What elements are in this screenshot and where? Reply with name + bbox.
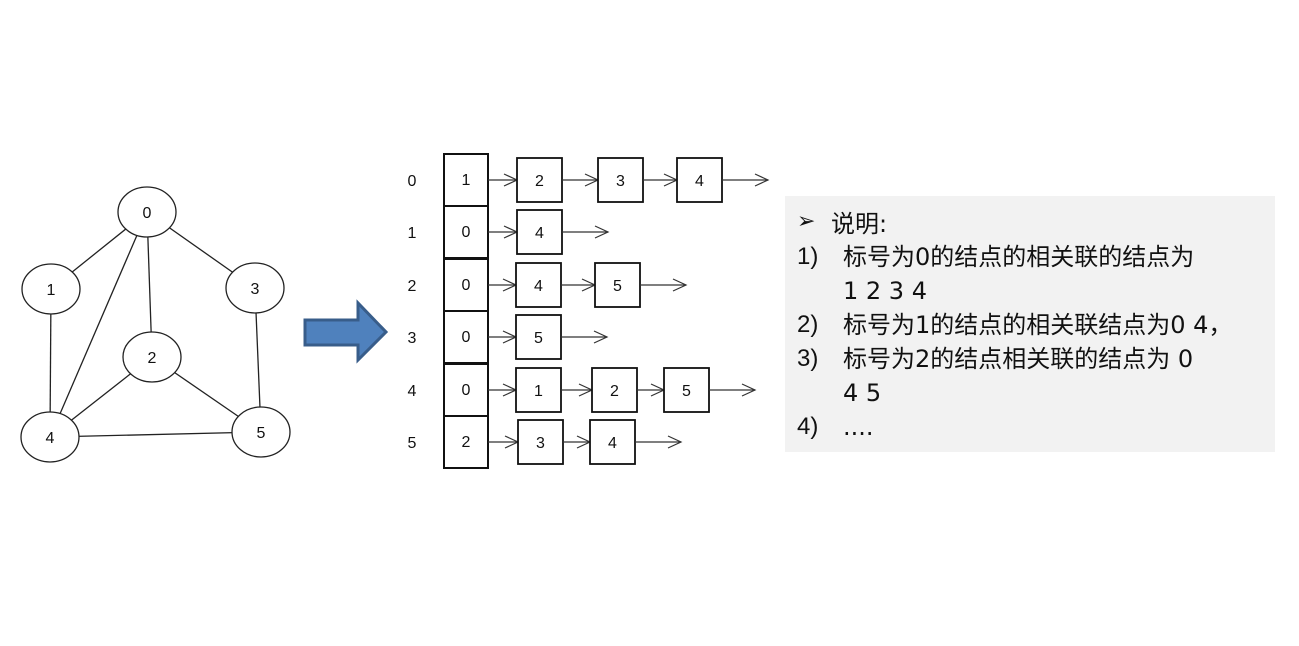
graph-node-circle xyxy=(117,186,177,238)
graph-node-label: 1 xyxy=(47,282,56,299)
list-node-cell xyxy=(589,419,636,465)
list-node-label: 3 xyxy=(616,173,625,190)
vertex-index-label: 5 xyxy=(408,435,417,452)
item-text: 标号为1的结点的相关联结点为0 4， xyxy=(843,311,1233,339)
graph-node-circle xyxy=(231,406,291,458)
list-node-cell xyxy=(516,157,563,203)
graph-node: 2 xyxy=(122,331,182,383)
head-cell xyxy=(443,415,489,469)
graph-node-label: 0 xyxy=(143,205,152,222)
head-cell xyxy=(443,258,489,312)
graph-node-circle xyxy=(122,331,182,383)
graph-node-label: 2 xyxy=(148,350,157,367)
vertex-index-label: 0 xyxy=(408,173,417,190)
item-text: 标号为2的结点相关联的结点为 0 xyxy=(843,345,1194,373)
adjacency-row: 0 1 2 3 4 xyxy=(408,153,770,207)
graph-node-label: 3 xyxy=(251,281,260,298)
link-arrow-head-icon xyxy=(741,383,757,397)
explanation-item: 4) .... xyxy=(797,410,1275,444)
link-arrow-head-icon xyxy=(754,173,770,187)
head-cell xyxy=(443,205,489,259)
link-arrow-head-icon xyxy=(667,435,683,449)
list-node-label: 4 xyxy=(535,225,544,242)
list-node-label: 4 xyxy=(608,435,617,452)
list-node-cell xyxy=(591,367,638,413)
list-node-cell xyxy=(515,314,562,360)
list-node-label: 2 xyxy=(610,383,619,400)
graph-edge xyxy=(49,431,262,438)
item-number: 4) xyxy=(797,413,819,440)
graph-node-circle xyxy=(20,411,80,463)
adjacency-row: 4 0 1 2 5 xyxy=(408,363,757,417)
graph-node: 5 xyxy=(231,406,291,458)
graph-node: 3 xyxy=(225,262,285,314)
list-node-label: 5 xyxy=(534,330,543,347)
item-number: 3) xyxy=(797,345,819,372)
link-arrow-head-icon xyxy=(593,330,609,344)
vertex-index-label: 2 xyxy=(408,278,417,295)
list-node-label: 4 xyxy=(534,278,543,295)
list-node-label: 1 xyxy=(534,383,543,400)
graph-node: 1 xyxy=(21,263,81,315)
head-cell-label: 2 xyxy=(462,434,471,451)
explanation-item: 2) 标号为1的结点的相关联结点为0 4， xyxy=(797,308,1275,342)
graph-node: 4 xyxy=(20,411,80,463)
link-arrow-head-icon xyxy=(672,278,688,292)
list-node-cell xyxy=(515,262,562,308)
item-text: .... xyxy=(843,413,874,441)
list-node-cell xyxy=(516,209,563,255)
explanation-title-row: ➢ 说明: xyxy=(797,202,1275,240)
item-number: 1) xyxy=(797,243,819,270)
graph-node: 0 xyxy=(117,186,177,238)
item-text-continued: 4 5 xyxy=(843,379,882,407)
explanation-panel: ➢ 说明: 1) 标号为0的结点的相关联的结点为 1 2 3 4 2) 标号为1的… xyxy=(785,196,1275,452)
adjacency-row: 1 0 4 xyxy=(408,205,610,259)
graph-node-label: 4 xyxy=(46,430,55,447)
head-cell xyxy=(443,310,489,364)
graph-nodes: 0 1 2 3 4 5 xyxy=(20,186,291,463)
vertex-index-label: 4 xyxy=(408,383,417,400)
adjacency-row: 5 2 3 4 xyxy=(408,415,683,469)
list-node-label: 3 xyxy=(536,435,545,452)
graph-node-label: 5 xyxy=(257,425,266,442)
arrow-bullet-icon: ➢ xyxy=(797,208,816,234)
vertex-index-label: 3 xyxy=(408,330,417,347)
head-cell-label: 1 xyxy=(462,172,471,189)
list-node-label: 2 xyxy=(535,173,544,190)
list-node-cell xyxy=(597,157,644,203)
list-node-label: 5 xyxy=(613,278,622,295)
item-text: 标号为0的结点的相关联的结点为 xyxy=(843,243,1195,271)
graph-edges xyxy=(49,211,262,438)
link-arrow-head-icon xyxy=(594,225,610,239)
list-node-cell xyxy=(515,367,562,413)
list-node-label: 4 xyxy=(695,173,704,190)
item-number: 2) xyxy=(797,311,819,338)
item-text-continued: 1 2 3 4 xyxy=(843,277,927,305)
explanation-item: 1) 标号为0的结点的相关联的结点为 1 2 3 4 xyxy=(797,240,1275,308)
explanation-item: 3) 标号为2的结点相关联的结点为 0 4 5 xyxy=(797,342,1275,410)
transform-arrow-icon xyxy=(303,299,389,364)
explanation-title: 说明: xyxy=(831,209,888,238)
graph-node-circle xyxy=(21,263,81,315)
vertex-index-label: 1 xyxy=(408,225,417,242)
head-cell-label: 0 xyxy=(462,224,471,241)
list-node-label: 5 xyxy=(682,383,691,400)
head-cell-label: 0 xyxy=(462,277,471,294)
head-cell-label: 0 xyxy=(462,329,471,346)
list-node-cell xyxy=(676,157,723,203)
adjacency-row: 3 0 5 xyxy=(408,310,609,364)
graph-node-circle xyxy=(225,262,285,314)
graph-edge xyxy=(49,211,148,438)
head-cell-label: 0 xyxy=(462,382,471,399)
